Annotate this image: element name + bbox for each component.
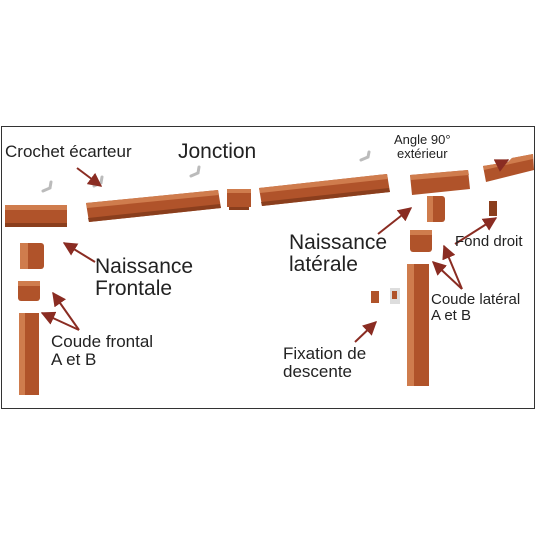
label-coude-lateral-line2: A et B (431, 306, 472, 324)
label-coude-frontal: Coude frontal A et B (51, 333, 153, 369)
label-coude-lateral-line1: Coude latéral (431, 291, 521, 308)
label-fixation-line1: Fixation de (283, 344, 367, 363)
label-naissance-laterale-line2: latérale (289, 253, 358, 277)
gutter-section-2 (259, 174, 390, 206)
label-coude-frontal-line1: Coude frontal (51, 332, 154, 351)
label-naissance-laterale-line1: Naissance (289, 231, 388, 254)
label-naissance-laterale: Naissance latérale (289, 231, 388, 277)
downpipe-right (407, 264, 429, 386)
label-fixation-line2: descente (283, 361, 352, 381)
label-crochet-ecarteur: Crochet écarteur (5, 143, 132, 161)
label-angle-90: Angle 90° extérieur (394, 133, 451, 160)
label-naissance-frontale: Naissance Frontale (95, 255, 194, 301)
label-naissance-frontale-line2: Frontale (95, 277, 173, 301)
gutter-section-right (410, 170, 470, 195)
angle-90-part (483, 154, 534, 182)
label-angle-90-line2: extérieur (396, 145, 448, 161)
coude-lateral-part (410, 230, 432, 252)
jonction-part (227, 189, 251, 210)
downpipe-left (19, 313, 39, 395)
fixation-part (371, 288, 400, 304)
label-fond-droit: Fond droit (455, 234, 523, 250)
label-jonction: Jonction (178, 140, 257, 163)
label-naissance-frontale-line1: Naissance (95, 255, 194, 278)
arrows (40, 159, 510, 343)
label-fond-droit-text: Fond droit (455, 233, 523, 250)
naissance-laterale-part (427, 196, 445, 222)
label-crochet-ecarteur-text: Crochet écarteur (5, 142, 132, 161)
gutter-section-left-end (5, 205, 67, 227)
label-angle-90-line1: Angle 90° (394, 132, 451, 147)
gutter-section-1 (86, 190, 221, 222)
label-coude-lateral: Coude latéral A et B (431, 292, 520, 324)
naissance-frontale-part (20, 243, 44, 269)
coude-frontal-part (18, 281, 40, 301)
fond-droit-part (489, 201, 497, 216)
label-fixation-descente: Fixation de descente (283, 345, 366, 381)
label-coude-frontal-line2: A et B (51, 349, 97, 369)
label-jonction-text: Jonction (178, 140, 257, 163)
